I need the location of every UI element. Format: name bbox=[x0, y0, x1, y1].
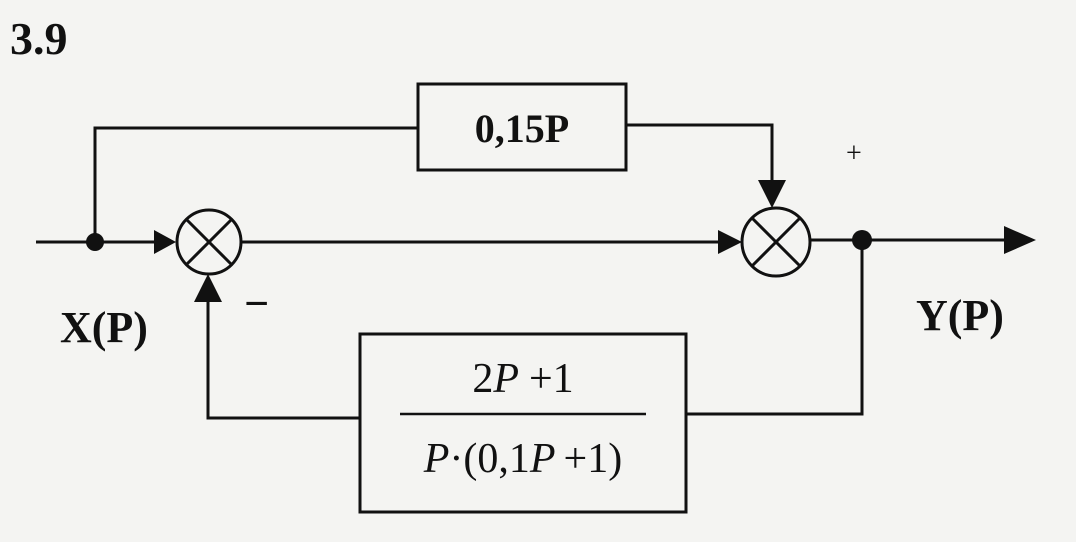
summer1-minus-sign: − bbox=[244, 279, 269, 328]
feedback-path-out bbox=[206, 300, 360, 420]
feedback-path-in bbox=[686, 240, 864, 416]
arrow-into-summer2 bbox=[718, 230, 742, 254]
arrow-feedforward-into-summer2 bbox=[758, 180, 786, 208]
summing-junction-1 bbox=[175, 208, 243, 276]
feedforward-path-out bbox=[626, 123, 774, 184]
feedforward-path-in bbox=[93, 126, 418, 242]
arrow-feedback-into-summer1 bbox=[194, 274, 222, 302]
output-arrow bbox=[1004, 226, 1036, 254]
input-label: X(P) bbox=[60, 303, 148, 352]
output-label: Y(P) bbox=[916, 291, 1004, 340]
feedforward-block bbox=[416, 82, 628, 172]
feedback-block bbox=[358, 332, 688, 514]
summing-junction-2 bbox=[740, 206, 812, 278]
arrow-into-summer1 bbox=[154, 230, 176, 254]
feedforward-block-label: 0,15P bbox=[475, 106, 569, 151]
feedback-denominator: P·(0,1P+1) bbox=[423, 436, 622, 482]
feedback-numerator: 2P+1 bbox=[472, 356, 573, 402]
summer2-plus-sign: + bbox=[846, 138, 862, 169]
problem-number: 3.9 bbox=[10, 13, 68, 64]
